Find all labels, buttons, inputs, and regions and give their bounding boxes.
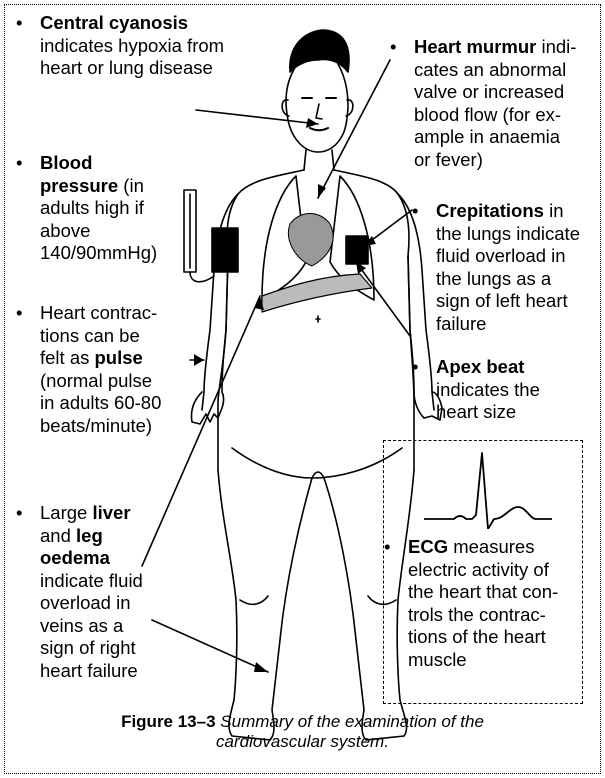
term-central-cyanosis: Central cyanosis [40,12,188,33]
bullet: • [16,302,22,325]
note-line: failure [436,313,580,336]
note-text: felt as [40,347,95,368]
note-line: indicates the [436,379,540,402]
leader-oedema [152,620,268,672]
note-line: or fever) [414,149,576,172]
bp-cuff [212,228,238,272]
note-line: electric activity of [408,559,558,582]
bullet: • [16,12,22,35]
note-line: adults high if [40,197,157,220]
note-line: trols the contrac- [408,604,558,627]
note-line: overload in [40,592,143,615]
figure-label: Figure 13–3 [121,712,216,731]
note-line: sign of left heart [436,290,580,313]
note-pulse: • Heart contrac- tions can be felt as pu… [40,302,161,437]
note-line: heart failure [40,660,143,683]
term-crepitations: Crepitations [436,200,544,221]
term-liver: liver [92,502,130,523]
figure-caption: Figure 13–3 Summary of the examination o… [0,712,605,752]
bullet: • [412,356,418,379]
bullet: • [16,152,22,175]
note-line: in adults 60-80 [40,392,161,415]
leader-murmur [318,60,390,198]
term-apex-beat: Apex beat [436,356,524,377]
note-liver-oedema: • Large liver and leg oedema indicate fl… [40,502,143,682]
note-text: indi- [536,36,576,57]
note-text: (in [118,175,144,196]
note-line: beats/minute) [40,415,161,438]
ecg-trace [384,449,584,529]
caption-text: cardiovascular system. [216,732,389,751]
note-line: 140/90mmHg) [40,242,157,265]
note-line: tions can be [40,325,161,348]
liver-band [262,274,372,312]
stethoscope-chest [346,236,368,264]
note-ecg: • ECG measures electric activity of the … [408,536,558,671]
bp-tube [190,272,214,282]
bullet: • [390,36,396,59]
term-pressure: pressure [40,175,118,196]
torso-outline [218,170,304,470]
term-ecg: ECG [408,536,448,557]
note-line: fluid overload in [436,245,580,268]
note-text: measures [448,536,534,557]
bullet: • [412,200,418,223]
note-line: blood flow (for ex- [414,104,576,127]
leader-cyanosis [196,110,318,124]
neck [304,150,334,170]
note-line: valve or increased [414,81,576,104]
note-heart-murmur: • Heart murmur indi- cates an abnormal v… [414,36,576,171]
note-line: above [40,220,157,243]
note-line: veins as a [40,615,143,638]
note-line: Heart contrac- [40,302,161,325]
note-line: muscle [408,649,558,672]
note-blood-pressure: • Blood pressure (in adults high if abov… [40,152,157,265]
caption-text: Summary of the examination of the [216,712,484,731]
bullet: • [16,502,22,525]
note-line: tions of the heart [408,626,558,649]
heart-shading [288,214,333,267]
term-pulse: pulse [95,347,143,368]
note-apex-beat: • Apex beat indicates the heart size [436,356,540,424]
note-text: and [40,525,76,546]
note-line: (normal pulse [40,370,161,393]
note-line: cates an abnormal [414,59,576,82]
head-outline [286,60,348,152]
note-line: the lungs as a [436,268,580,291]
note-line: heart or lung disease [40,57,224,80]
term-leg: leg [76,525,103,546]
leader-apex [356,262,410,336]
note-crepitations: • Crepitations in the lungs indicate flu… [436,200,580,335]
term-heart-murmur: Heart murmur [414,36,536,57]
note-central-cyanosis: • Central cyanosis indicates hypoxia fro… [40,12,224,80]
note-line: heart size [436,401,540,424]
note-line: indicate fluid [40,570,143,593]
term-oedema: oedema [40,547,110,568]
note-line: ample in anaemia [414,126,576,149]
note-line: indicates hypoxia from [40,35,224,58]
note-text: in [544,200,564,221]
note-line: the lungs indicate [436,223,580,246]
term-blood: Blood [40,152,92,173]
note-line: the heart that con- [408,581,558,604]
bullet: • [384,536,390,559]
note-text: Large [40,502,92,523]
hair [290,30,349,72]
note-line: sign of right [40,637,143,660]
